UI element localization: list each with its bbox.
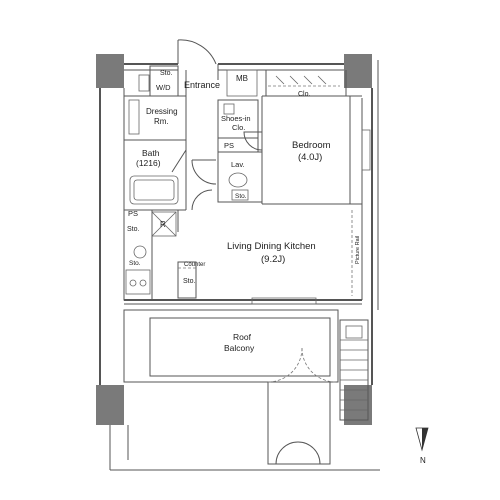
label-bedroom-line1: Bedroom xyxy=(292,140,331,151)
label-bedroom-line2: (4.0J) xyxy=(298,152,322,163)
label-picture-rail: Picture Rail xyxy=(355,236,361,264)
label-bedroom-closet: Clo. xyxy=(298,91,311,98)
label-r-mark: R xyxy=(160,220,166,229)
label-ldk-line1: Living Dining Kitchen xyxy=(227,241,316,252)
column-bottom-left xyxy=(96,385,124,425)
label-wd: W/D xyxy=(156,83,171,92)
label-entrance: Entrance xyxy=(184,80,220,90)
label-shoes-line2: Clo. xyxy=(232,123,245,132)
lav-area xyxy=(191,69,263,211)
label-mb: MB xyxy=(236,74,248,83)
wet-area-walls xyxy=(124,65,187,211)
structure xyxy=(96,54,379,425)
label-sto-lav: Sto. xyxy=(235,193,247,200)
label-ps-left: PS xyxy=(128,209,138,218)
label-balcony-line1: Roof xyxy=(233,332,252,342)
label-bath-line2: (1216) xyxy=(136,158,161,168)
ldk xyxy=(123,209,353,305)
roof-balcony xyxy=(109,309,380,471)
bedroom xyxy=(243,70,371,205)
column-top-right xyxy=(344,54,372,88)
label-lav: Lav. xyxy=(231,160,245,169)
meter-box xyxy=(226,69,258,97)
label-dressing-line2: Rm. xyxy=(154,117,169,126)
label-sto-left2: Sto. xyxy=(129,260,141,267)
label-bath-line1: Bath xyxy=(142,148,160,158)
column-top-left xyxy=(96,54,124,88)
bathtub xyxy=(129,175,179,205)
label-storage-top: Sto. xyxy=(160,70,173,77)
label-balcony-line2: Balcony xyxy=(224,343,255,353)
compass-label: N xyxy=(420,456,426,465)
label-shoes-line1: Shoes-in xyxy=(221,114,251,123)
compass: N xyxy=(415,427,429,465)
label-ldk-line2: (9.2J) xyxy=(261,254,285,265)
label-dressing-line1: Dressing xyxy=(146,107,178,116)
washbasin xyxy=(228,172,248,188)
label-sto-left1: Sto. xyxy=(127,226,140,233)
labels: Sto. W/D Entrance MB Clo. Dressing Rm. S… xyxy=(127,70,361,353)
entrance-door xyxy=(177,39,219,80)
label-sto-counter: Sto. xyxy=(183,278,196,285)
label-counter: Counter xyxy=(184,262,205,268)
label-ps-top: PS xyxy=(224,141,234,150)
column-bottom-right xyxy=(344,385,372,425)
